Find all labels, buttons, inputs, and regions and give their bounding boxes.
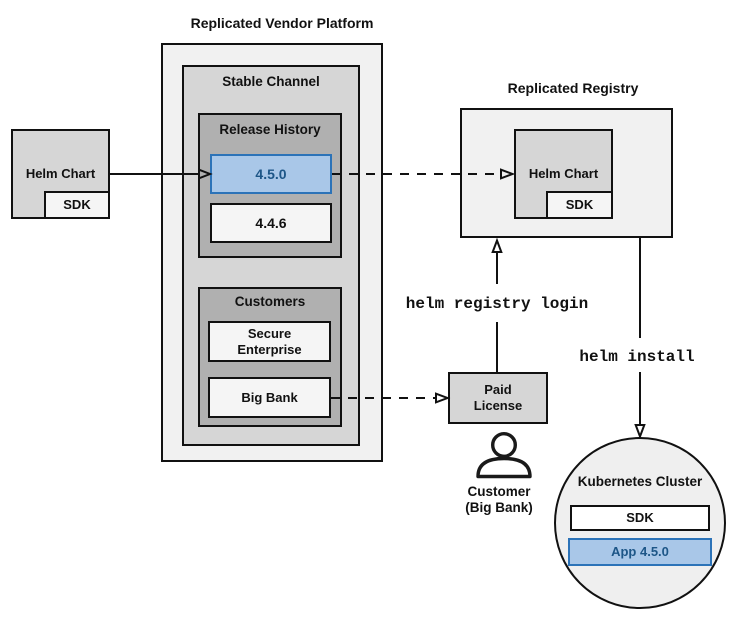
helm-install-label: helm install bbox=[579, 348, 695, 366]
helm-chart-label: Helm Chart bbox=[528, 166, 599, 181]
registry-title: Replicated Registry bbox=[507, 80, 639, 96]
customer-item-secure-enterprise: Secure Enterprise bbox=[208, 321, 331, 362]
release-version: 4.4.6 bbox=[255, 214, 287, 231]
customer-item-label: Big Bank bbox=[241, 389, 298, 405]
release-history-title: Release History bbox=[219, 122, 321, 137]
customer-label-line: Customer bbox=[467, 484, 531, 499]
person-icon bbox=[476, 432, 532, 479]
release-version: 4.5.0 bbox=[255, 165, 287, 182]
kubernetes-cluster-title: Kubernetes Cluster bbox=[577, 474, 703, 489]
helm-registry-login-label: helm registry login bbox=[405, 295, 589, 313]
release-item-4-4-6: 4.4.6 bbox=[210, 203, 332, 243]
sdk-label: SDK bbox=[565, 197, 594, 212]
paid-license-label: License bbox=[473, 398, 523, 413]
registry-sdk-box: SDK bbox=[546, 191, 613, 219]
kubernetes-app-box: App 4.5.0 bbox=[568, 538, 712, 566]
helm-chart-label: Helm Chart bbox=[25, 166, 96, 181]
customer-item-label: Enterprise bbox=[237, 341, 302, 357]
vendor-platform-title: Replicated Vendor Platform bbox=[190, 15, 374, 31]
paid-license-box: Paid License bbox=[448, 372, 548, 424]
sdk-label: SDK bbox=[63, 197, 91, 212]
customers-title: Customers bbox=[234, 294, 306, 309]
paid-license-label: Paid bbox=[484, 382, 512, 397]
stable-channel-title: Stable Channel bbox=[222, 74, 320, 89]
kubernetes-sdk-box: SDK bbox=[570, 505, 710, 531]
customer-item-big-bank: Big Bank bbox=[208, 377, 331, 418]
helm-chart-source-sdk-box: SDK bbox=[44, 191, 110, 219]
customer-item-label: Secure bbox=[247, 325, 292, 341]
sdk-label: SDK bbox=[626, 510, 654, 525]
customer-label: Customer (Big Bank) bbox=[429, 484, 569, 516]
release-item-4-5-0: 4.5.0 bbox=[210, 154, 332, 194]
customer-label-line: (Big Bank) bbox=[465, 500, 533, 515]
arrow-helm-install bbox=[634, 238, 646, 440]
app-version-label: App 4.5.0 bbox=[611, 544, 669, 559]
